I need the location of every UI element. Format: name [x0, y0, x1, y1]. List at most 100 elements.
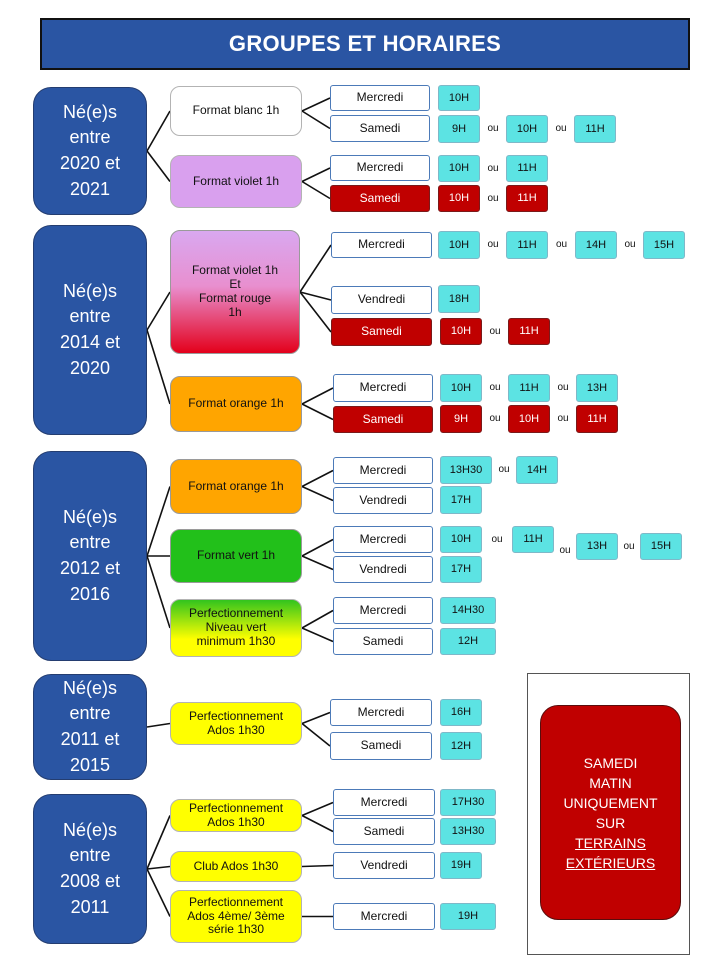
time-slot: 10H	[438, 185, 480, 212]
outdoor-courts-note: SAMEDI MATIN UNIQUEMENT SUR TERRAINS EXT…	[540, 705, 681, 920]
format-box: Format orange 1h	[170, 459, 302, 514]
day-box: Samedi	[333, 406, 433, 433]
or-separator: ou	[487, 162, 499, 174]
time-slot: 15H	[640, 533, 682, 560]
format-label-line: Format rouge	[198, 291, 271, 305]
format-to-day-line	[301, 387, 334, 405]
time-slot: 14H30	[440, 597, 496, 624]
format-to-day-line	[301, 110, 331, 130]
age-range-line: Né(e)s	[62, 506, 117, 527]
day-box: Vendredi	[333, 556, 433, 583]
format-label-line: Et	[229, 277, 241, 292]
age-to-format-line	[146, 868, 171, 917]
format-box: Format blanc 1h	[170, 86, 302, 136]
age-range-line: 2020 et	[59, 153, 121, 173]
time-slot: 11H	[512, 526, 554, 553]
time-slot: 9H	[440, 405, 482, 433]
age-range-line: 2008 et	[59, 871, 121, 891]
age-to-format-line	[146, 865, 171, 870]
format-label-line: Ados 4ème/ 3ème	[187, 908, 285, 923]
day-box: Samedi	[331, 318, 432, 346]
age-to-format-line	[146, 329, 171, 405]
format-label-line: Niveau vert	[205, 620, 267, 635]
time-slot: 12H	[440, 732, 482, 760]
page-title: GROUPES ET HORAIRES	[40, 18, 690, 70]
format-to-day-line	[301, 555, 334, 571]
note-line: UNIQUEMENT	[563, 794, 658, 811]
time-slot: 10H	[506, 115, 548, 143]
or-separator: ou	[557, 413, 569, 424]
age-range-line: entre	[69, 703, 111, 724]
age-range-line: 2021	[69, 178, 111, 199]
format-to-day-line	[301, 864, 334, 868]
format-to-day-line	[299, 291, 332, 301]
age-range-line: Né(e)s	[62, 280, 117, 301]
age-range-line: entre	[69, 532, 111, 553]
time-slot: 11H	[574, 115, 616, 143]
age-range-line: 2011	[70, 896, 110, 917]
age-range-line: Né(e)s	[62, 101, 117, 122]
time-slot: 17H	[440, 486, 482, 514]
or-separator: ou	[487, 123, 499, 134]
day-box: Mercredi	[333, 597, 433, 624]
format-to-day-line	[301, 469, 334, 488]
time-slot: 10H	[438, 155, 480, 182]
time-slot: 10H	[440, 526, 482, 553]
time-slot: 11H	[506, 231, 548, 259]
day-box: Mercredi	[333, 903, 435, 930]
day-box: Mercredi	[333, 457, 433, 484]
time-slot: 16H	[440, 699, 482, 726]
or-separator: ou	[623, 540, 635, 552]
time-slot: 12H	[440, 628, 496, 655]
or-separator: ou	[489, 382, 501, 393]
format-label-line: Format orange 1h	[188, 478, 284, 493]
time-slot: 11H	[576, 405, 618, 433]
age-range-line: Né(e)s	[62, 677, 117, 698]
format-to-day-line	[301, 97, 331, 112]
or-separator: ou	[489, 325, 501, 337]
time-slot: 11H	[506, 185, 548, 212]
age-range-line: entre	[69, 127, 111, 148]
age-range-line: 2011 et	[60, 729, 120, 749]
format-label-line: Ados 1h30	[207, 722, 265, 737]
age-range-line: 2014 et	[59, 332, 121, 352]
time-slot: 10H	[438, 85, 480, 111]
format-to-day-line	[301, 627, 334, 643]
time-slot: 13H	[576, 533, 618, 560]
time-slot: 14H	[516, 456, 558, 484]
or-separator: ou	[491, 533, 503, 545]
format-label-line: Perfectionnement	[188, 606, 284, 621]
format-to-day-line	[301, 167, 331, 183]
age-range-line: entre	[69, 845, 111, 866]
time-slot: 10H	[438, 231, 480, 259]
format-to-day-line	[301, 538, 334, 557]
format-label-line: Perfectionnement	[188, 800, 284, 815]
age-to-format-line	[146, 815, 171, 870]
format-to-day-line	[301, 609, 334, 629]
time-slot: 17H30	[440, 789, 496, 816]
or-separator: ou	[557, 382, 569, 393]
day-box: Mercredi	[333, 374, 433, 402]
format-box: Club Ados 1h30	[170, 851, 302, 882]
format-label-line: Club Ados 1h30	[193, 858, 279, 873]
note-line: SAMEDI	[583, 754, 638, 771]
age-to-format-line	[146, 486, 171, 557]
format-to-day-line	[301, 180, 331, 200]
age-to-format-line	[146, 150, 171, 182]
note-line-underlined: TERRAINS	[575, 834, 646, 851]
day-box: Vendredi	[333, 852, 435, 879]
format-to-day-line	[301, 485, 334, 502]
age-to-format-line	[146, 291, 171, 331]
format-to-day-line	[299, 244, 332, 293]
format-label-line: Ados 1h30	[207, 814, 265, 829]
format-to-day-line	[301, 722, 331, 747]
format-to-day-line	[301, 814, 334, 833]
age-range-box: Né(e)s entre 2020 et 2021	[33, 87, 147, 215]
time-slot: 9H	[438, 115, 480, 143]
